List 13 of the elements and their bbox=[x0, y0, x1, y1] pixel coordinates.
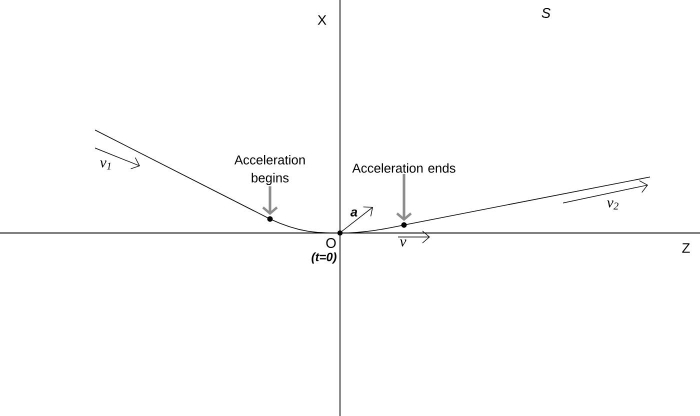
text-label: Acceleration begins bbox=[234, 155, 305, 185]
velocity-label: v$_{2}$ bbox=[607, 200, 618, 210]
text-label: Acceleration ends bbox=[352, 163, 456, 173]
pointer-arrow bbox=[396, 174, 412, 222]
acceleration-label: a bbox=[350, 209, 358, 217]
velocity-label: v$_{1}$ bbox=[100, 160, 111, 170]
origin-label: O bbox=[326, 238, 336, 248]
pointer-arrow bbox=[262, 186, 278, 216]
axis-label: X bbox=[318, 15, 326, 25]
velocity-label: v bbox=[400, 240, 406, 246]
axis-label: Z bbox=[682, 243, 690, 253]
frame-label: S bbox=[542, 8, 550, 18]
time-label: (t=0) bbox=[312, 252, 336, 264]
